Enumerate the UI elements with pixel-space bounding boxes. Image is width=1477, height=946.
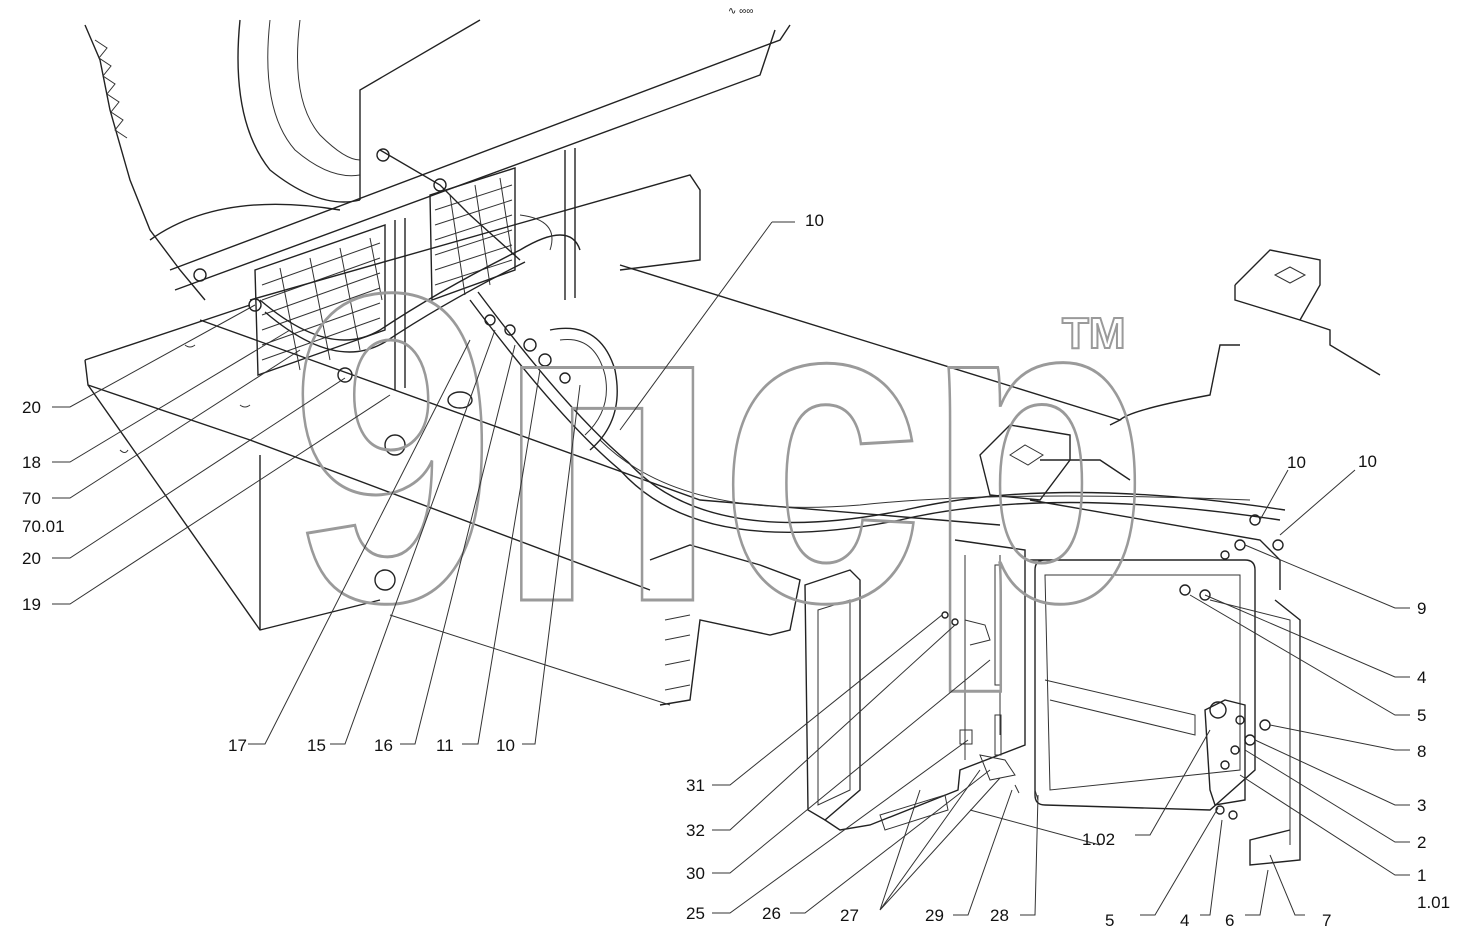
- callout-70: 70: [22, 489, 41, 508]
- cab-seat-outline: [84, 19, 791, 301]
- callout-1-01: 1.01: [1417, 893, 1450, 912]
- callout-3: 3: [1417, 796, 1426, 815]
- callout-30: 30: [686, 864, 705, 883]
- callout-25: 25: [686, 904, 705, 923]
- callout-1-02: 1.02: [1082, 830, 1115, 849]
- header-mark: ∿ ∞∞: [728, 6, 753, 17]
- callout-11: 11: [436, 736, 454, 755]
- callout-20-b: 20: [22, 549, 41, 568]
- door-latch-parts: [941, 611, 1039, 801]
- hose-fittings: [193, 148, 1284, 601]
- hydraulic-hose-bundle: [259, 149, 1286, 533]
- callout-28: 28: [990, 906, 1009, 925]
- frame-post-right: [564, 148, 576, 300]
- callout-31: 31: [686, 776, 705, 795]
- callout-10-bottom: 10: [496, 736, 515, 755]
- callout-29: 29: [925, 906, 944, 925]
- callout-4-bottom: 4: [1180, 911, 1189, 930]
- callout-16: 16: [374, 736, 393, 755]
- frame-post-left: [394, 218, 406, 390]
- watermark-text: 9пср: [290, 203, 1150, 696]
- callout-2: 2: [1417, 833, 1426, 852]
- watermark-tm: TM: [1062, 309, 1126, 358]
- mounting-bracket-top-right: [1234, 249, 1381, 376]
- callout-9: 9: [1417, 599, 1426, 618]
- callout-10-top: 10: [805, 211, 824, 230]
- callout-10-right-b: 10: [1358, 452, 1377, 471]
- callout-27: 27: [840, 906, 859, 925]
- leader-lines: [52, 221, 1410, 916]
- callout-7: 7: [1322, 911, 1331, 930]
- callout-4-right: 4: [1417, 668, 1426, 687]
- platform-body: [84, 174, 1240, 631]
- watermark: 9пср TM: [289, 202, 1152, 698]
- tank-mount-bracket: [979, 424, 1131, 501]
- pipe-drum: [374, 327, 618, 591]
- callout-1: 1: [1417, 866, 1426, 885]
- callout-8: 8: [1417, 742, 1426, 761]
- callout-5-bottom: 5: [1105, 911, 1114, 930]
- battery-switch-assembly: [1204, 699, 1271, 820]
- callout-labels: 10 20 18 70 70.01 20 19 17 15 16 11 10 1…: [22, 211, 1450, 930]
- callout-19: 19: [22, 595, 41, 614]
- callout-32: 32: [686, 821, 705, 840]
- callout-70-01: 70.01: [22, 517, 65, 536]
- callout-15: 15: [307, 736, 326, 755]
- callout-6: 6: [1225, 911, 1234, 930]
- bottom-bracket-plate: [389, 544, 801, 706]
- radiator-grid-right: [429, 167, 516, 301]
- callout-20-a: 20: [22, 398, 41, 417]
- callout-5-right: 5: [1417, 706, 1426, 725]
- callout-18: 18: [22, 453, 41, 472]
- callout-10-right-a: 10: [1287, 453, 1306, 472]
- callout-26: 26: [762, 904, 781, 923]
- callout-17: 17: [228, 736, 247, 755]
